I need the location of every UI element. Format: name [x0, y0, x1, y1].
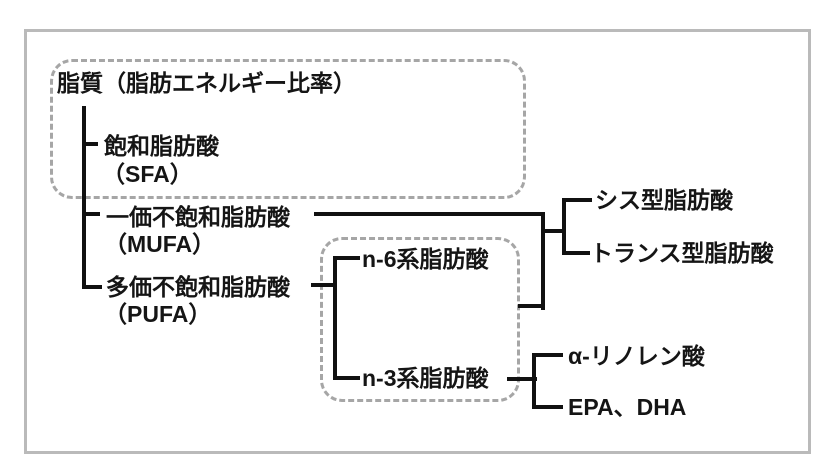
- node-pufa-abbr: （PUFA）: [104, 301, 212, 327]
- junction-to-cis-trans-connector: [541, 229, 566, 233]
- pufa-group-to-junction-line: [518, 304, 545, 308]
- node-trans-label: トランス型脂肪酸: [590, 240, 774, 266]
- pufa-subgroup-box: [320, 237, 520, 402]
- trans-branch-tick: [562, 251, 590, 255]
- n3-to-bracket-connector: [507, 377, 537, 381]
- node-n3-label: n-3系脂肪酸: [362, 365, 489, 391]
- mufa-to-junction-line: [314, 212, 545, 216]
- node-n6-label: n-6系脂肪酸: [362, 246, 489, 272]
- node-cis-label: シス型脂肪酸: [595, 187, 733, 213]
- mufa-branch-tick: [82, 212, 100, 216]
- node-lipid-label: 脂質（脂肪エネルギー比率）: [57, 70, 356, 96]
- n3-children-bracket-vertical: [532, 353, 536, 409]
- node-sfa-abbr: （SFA）: [102, 161, 193, 187]
- n-series-bracket-vertical: [333, 256, 337, 380]
- node-sfa-label: 飽和脂肪酸: [104, 133, 219, 159]
- cis-branch-tick: [562, 198, 592, 202]
- node-pufa-label: 多価不飽和脂肪酸: [106, 274, 290, 300]
- node-mufa-label: 一価不飽和脂肪酸: [106, 204, 290, 230]
- lipid-target-group-box: [50, 59, 526, 199]
- n3-branch-tick: [333, 376, 360, 380]
- pufa-to-n-bracket-dash: [311, 283, 337, 287]
- node-alpha-linolenic-label: α-リノレン酸: [568, 343, 705, 369]
- cis-trans-bracket-vertical: [562, 198, 566, 255]
- unsaturated-junction-vertical: [541, 212, 545, 310]
- epa-dha-branch-tick: [532, 405, 563, 409]
- sfa-branch-tick: [82, 142, 98, 146]
- node-mufa-abbr: （MUFA）: [104, 231, 216, 257]
- diagram-border-frame: [24, 29, 811, 454]
- alpha-linolenic-branch-tick: [532, 353, 563, 357]
- pufa-branch-elbow: [82, 285, 102, 289]
- node-epa-dha-label: EPA、DHA: [568, 394, 687, 420]
- n6-branch-tick: [333, 256, 360, 260]
- root-trunk-line: [82, 106, 86, 289]
